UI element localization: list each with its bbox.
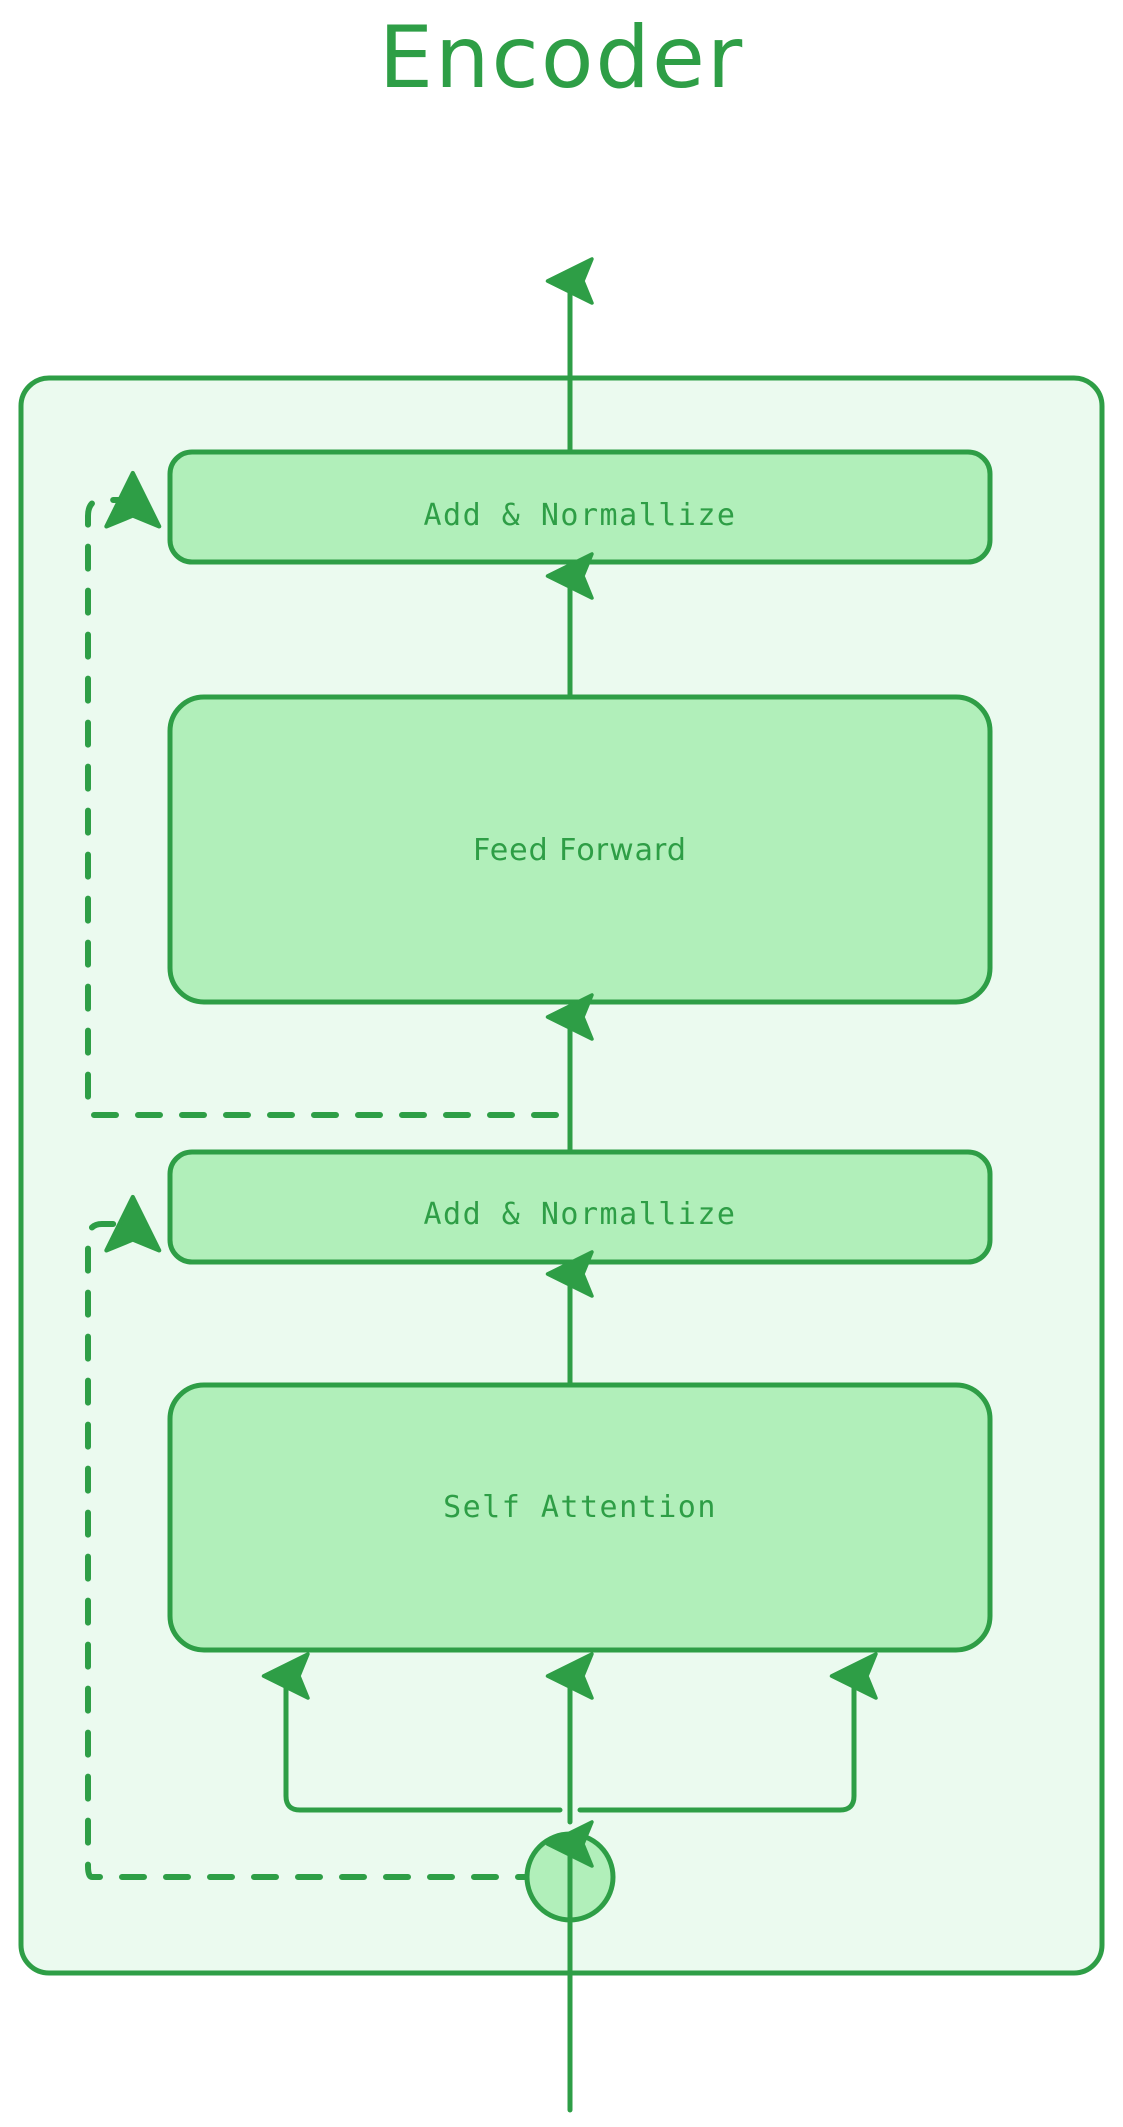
edge-junction-to-selfattention-left bbox=[261, 1652, 563, 1813]
page-title: Encoder bbox=[378, 8, 745, 108]
edge-residual-upper-dashed bbox=[85, 470, 559, 1118]
node-label-self-attention: Self Attention bbox=[443, 1490, 717, 1525]
node-label-add-norm-bottom: Add & Normallize bbox=[423, 1197, 737, 1232]
node-label-feed-forward: Feed Forward bbox=[473, 833, 687, 868]
edge-residual-lower-dashed bbox=[85, 1194, 543, 1880]
edge-junction-to-selfattention-right bbox=[577, 1652, 878, 1813]
node-label-add-norm-top: Add & Normallize bbox=[423, 498, 737, 533]
node-self-attention[interactable] bbox=[167, 1382, 993, 1653]
